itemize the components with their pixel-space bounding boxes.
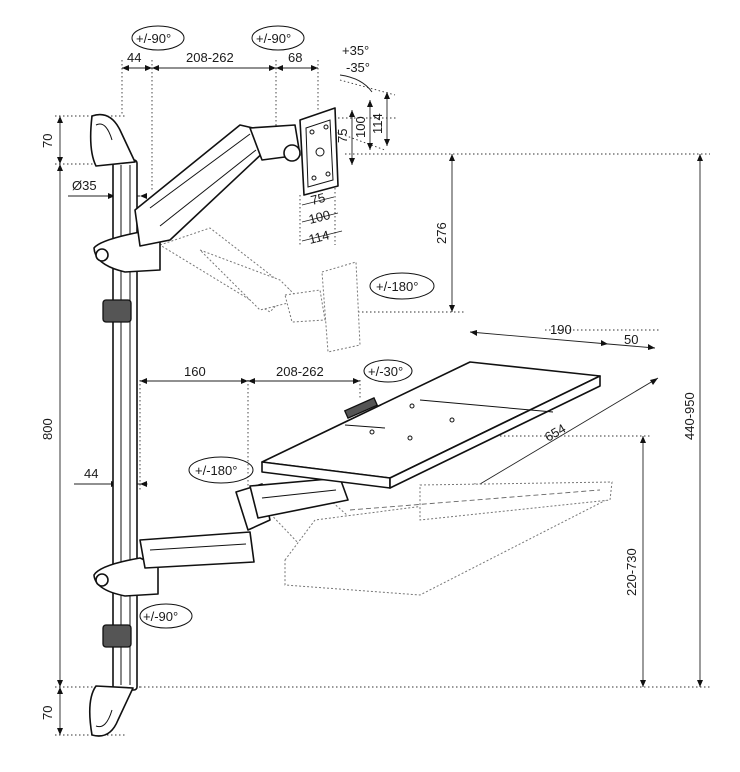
dim-tray-arm-offset: 160 xyxy=(184,364,206,379)
pole-collars xyxy=(102,299,132,648)
dim-top-offset: 44 xyxy=(127,50,141,65)
dim-mouse-pad-depth: 50 xyxy=(624,332,638,347)
keyboard-tray xyxy=(261,361,601,489)
rot-bottom-arm: +/-90° xyxy=(143,609,178,624)
rot-tray-swivel: +/-30° xyxy=(368,364,403,379)
monitor-arm xyxy=(93,124,301,273)
dim-vesa-w-100: 100 xyxy=(307,207,332,227)
dim-head-depth: 68 xyxy=(288,50,302,65)
dimension-labels: 44 208-262 68 Ø35 70 800 70 44 75 100 11… xyxy=(40,50,697,720)
dim-arm-reach-top: 208-262 xyxy=(186,50,234,65)
dim-vesa-h-114: 114 xyxy=(370,113,385,134)
dim-bottom-clamp-height: 70 xyxy=(40,706,55,720)
bottom-clamp xyxy=(88,685,134,737)
keyboard-arm xyxy=(93,477,349,597)
dimension-lines xyxy=(57,65,703,735)
dim-arm-reach-bottom: 208-262 xyxy=(276,364,324,379)
dim-pole-diameter: Ø35 xyxy=(72,178,97,193)
top-clamp xyxy=(89,113,136,167)
rot-tilt-down: -35° xyxy=(346,60,370,75)
dim-vesa-h-100: 100 xyxy=(353,116,368,138)
rotation-labels: +/-90° +/-90° +35° -35° +/-180° +/-30° +… xyxy=(136,31,418,624)
rotation-arcs xyxy=(131,25,435,629)
vesa-plate xyxy=(299,107,339,196)
dim-top-clamp-height: 70 xyxy=(40,134,55,148)
dim-lower-offset: 44 xyxy=(84,466,98,481)
rot-monitor-rotate: +/-180° xyxy=(376,279,418,294)
rot-tilt-up: +35° xyxy=(342,43,369,58)
dim-total-height: 440-950 xyxy=(682,392,697,440)
dim-pole-length: 800 xyxy=(40,418,55,440)
rot-top-left: +/-90° xyxy=(136,31,171,46)
dim-vesa-w-75: 75 xyxy=(309,190,327,208)
rot-tray-rotate: +/-180° xyxy=(195,463,237,478)
dim-vesa-w-114: 114 xyxy=(307,227,331,247)
dim-tray-height-range: 220-730 xyxy=(624,548,639,596)
guide-lines xyxy=(55,60,710,736)
dim-tray-depth: 190 xyxy=(550,322,572,337)
rot-top-mid: +/-90° xyxy=(256,31,291,46)
dim-monitor-height-travel: 276 xyxy=(434,222,449,244)
dim-tray-width: 654 xyxy=(542,421,568,445)
dim-vesa-h-75: 75 xyxy=(335,129,350,143)
